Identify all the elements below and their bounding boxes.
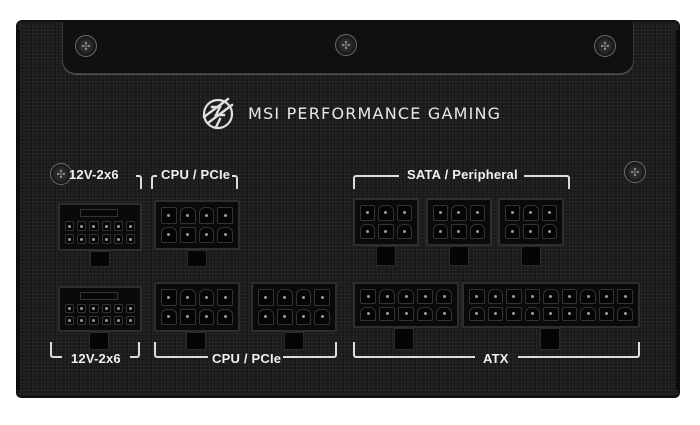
brand-logo: MSI PERFORMANCE GAMING xyxy=(198,93,501,133)
screw-top-center-icon: ✣ xyxy=(335,34,357,56)
label-cpu-pcie-bottom: CPU / PCIe xyxy=(212,351,282,366)
bracket-12v-bottom-right xyxy=(130,342,140,358)
bracket-atx-right xyxy=(518,342,640,358)
latch xyxy=(394,328,414,350)
connector-12v-2x6-top[interactable] xyxy=(58,203,142,251)
label-12v-2x6-top: 12V-2x6 xyxy=(69,167,119,182)
bracket-atx-left xyxy=(353,342,475,358)
connector-atx-18pin[interactable] xyxy=(462,282,640,328)
screw-right-icon: ✣ xyxy=(624,161,646,183)
connector-cpu-pcie-top-1[interactable] xyxy=(154,200,240,250)
connector-cpu-pcie-bottom-2[interactable] xyxy=(251,282,337,332)
screw-top-left-icon: ✣ xyxy=(75,35,97,57)
connector-cpu-pcie-bottom-1[interactable] xyxy=(154,282,240,332)
latch xyxy=(187,250,207,267)
bracket-cpu-bottom-left xyxy=(154,342,208,358)
chassis-edge-right xyxy=(676,30,680,390)
connector-12v-2x6-bottom[interactable] xyxy=(58,286,142,332)
sense-pins xyxy=(80,209,118,217)
sense-pins xyxy=(80,292,118,300)
bracket-sata-left xyxy=(353,175,399,189)
bracket-12v-bottom-left xyxy=(50,342,62,358)
label-sata-peripheral: SATA / Peripheral xyxy=(407,167,518,182)
label-12v-2x6-bottom: 12V-2x6 xyxy=(71,351,121,366)
connector-atx-10pin[interactable] xyxy=(353,282,459,328)
connector-sata-2[interactable] xyxy=(426,198,492,246)
msi-performance-gaming-logo-icon xyxy=(202,97,234,130)
connector-sata-3[interactable] xyxy=(498,198,564,246)
latch xyxy=(89,332,109,350)
chassis-edge-left xyxy=(16,30,20,390)
screw-top-right-icon: ✣ xyxy=(594,35,616,57)
latch xyxy=(521,246,541,266)
label-cpu-pcie-top: CPU / PCIe xyxy=(161,167,231,182)
label-atx: ATX xyxy=(483,351,509,366)
connector-sata-1[interactable] xyxy=(353,198,419,246)
psu-modular-panel: ✣ ✣ ✣ ✣ ✣ MSI PERFORMANCE GAMING 12V-2x6… xyxy=(16,20,680,398)
bracket-12v-top xyxy=(136,175,142,189)
bracket-cpu-top-right xyxy=(232,175,238,189)
latch xyxy=(284,332,304,350)
latch xyxy=(449,246,469,266)
latch xyxy=(90,251,110,267)
latch xyxy=(540,328,560,350)
brand-text: MSI PERFORMANCE GAMING xyxy=(248,103,502,123)
bracket-cpu-bottom-right xyxy=(283,342,337,358)
bracket-sata-right xyxy=(524,175,570,189)
bracket-cpu-top-left xyxy=(151,175,157,189)
screw-left-icon: ✣ xyxy=(50,163,72,185)
latch xyxy=(376,246,396,266)
latch xyxy=(186,332,206,350)
